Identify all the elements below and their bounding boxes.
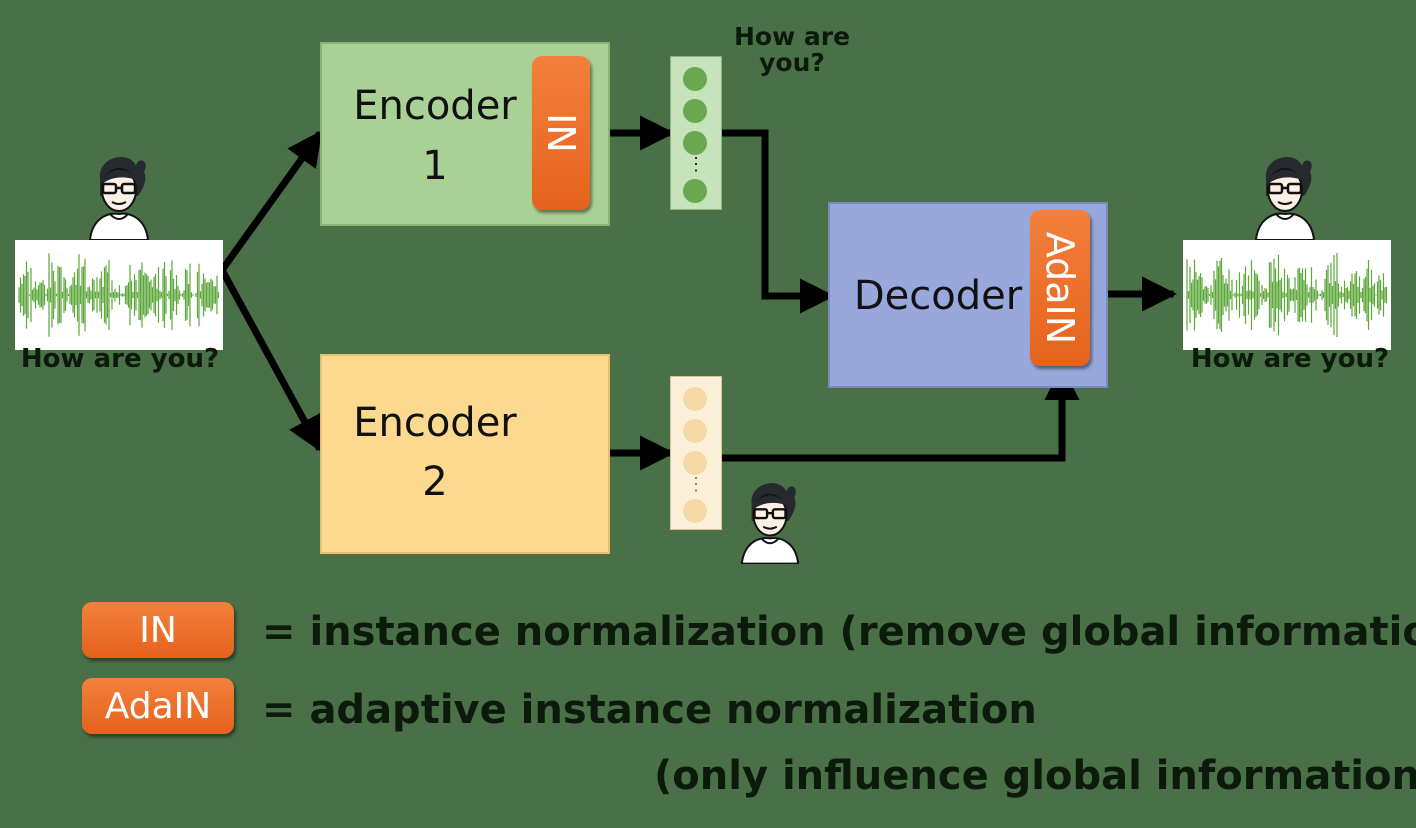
instance-norm-tag-label: IN	[539, 113, 583, 153]
encoder-2-number: 2	[422, 459, 448, 505]
input-waveform-icon	[15, 240, 223, 350]
legend-in-tag-label: IN	[139, 609, 177, 651]
content-ellipsis: ⋮	[687, 154, 705, 174]
waveform-trace	[18, 253, 220, 337]
content-caption: How are you?	[733, 22, 851, 78]
arrow-to-encoder2	[217, 265, 323, 453]
adain-tag-label: AdaIN	[1038, 231, 1082, 345]
speaker-dot	[683, 387, 707, 411]
instance-norm-tag: IN	[532, 56, 590, 210]
legend-adain-tag: AdaIN	[82, 678, 234, 734]
speaker-avatar-icon	[740, 483, 800, 564]
adain-tag: AdaIN	[1030, 210, 1090, 366]
encoder-1-number: 1	[422, 143, 448, 189]
speaker-ellipsis: ⋮	[687, 474, 705, 494]
encoder-2-title: Encoder	[353, 400, 517, 446]
encoder-2-box	[320, 354, 610, 554]
waveform-trace	[1186, 253, 1388, 337]
speaker-avatar-icon	[88, 156, 150, 240]
speaker-dot	[683, 419, 707, 443]
legend-adain-text: = adaptive instance normalization	[262, 687, 1037, 733]
output-waveform-icon	[1183, 240, 1391, 350]
decoder-title: Decoder	[853, 273, 1023, 319]
speaker-vector: ⋮	[670, 376, 722, 530]
speaker-dot	[683, 499, 707, 523]
content-dot	[683, 67, 707, 91]
input-caption: How are you?	[20, 344, 220, 374]
legend-adain-tag-label: AdaIN	[104, 685, 212, 727]
speaker-dot	[683, 451, 707, 475]
arrow-speaker-to-adain	[716, 365, 1080, 462]
legend-adain-text-2: (only influence global information)	[654, 753, 1416, 799]
content-vector: ⋮	[670, 56, 722, 210]
output-caption: How are you?	[1190, 344, 1390, 374]
arrow-to-encoder1	[217, 130, 323, 275]
encoder-1-title: Encoder	[353, 83, 517, 129]
content-dot	[683, 131, 707, 155]
content-dot	[683, 99, 707, 123]
arrow-content-to-decoder	[716, 129, 835, 314]
legend-in-text: = instance normalization (remove global …	[262, 609, 1416, 655]
legend-in-tag: IN	[82, 602, 234, 658]
content-dot	[683, 179, 707, 203]
speaker-avatar-icon	[1254, 156, 1316, 240]
